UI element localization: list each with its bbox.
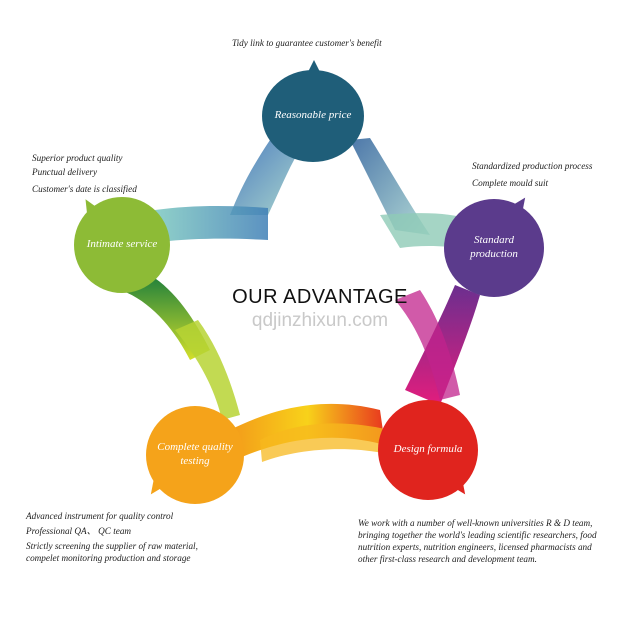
note-bottom-right-line-2: bringing together the world's leading sc… (358, 530, 597, 540)
node-reasonable-price-label: Reasonable price (274, 109, 352, 122)
note-right: Standardized production process Complete… (472, 161, 593, 189)
ribbon-left-band (155, 205, 268, 242)
watermark-text: qdjinzhixun.com (251, 310, 389, 331)
node-reasonable-price: Reasonable price (262, 70, 364, 162)
note-left: Superior product quality Punctual delive… (32, 153, 137, 195)
ribbon-top-left (230, 140, 300, 215)
note-bottom-right-line-3: nutrition experts, nutrition engineers, … (358, 542, 592, 552)
node-intimate-service: Intimate service (74, 197, 170, 293)
node-design-formula: Design formula (378, 400, 478, 500)
node-design-formula-label: Design formula (393, 443, 463, 456)
note-bottom-right-line-4: other first-class research and developme… (358, 554, 537, 564)
node-standard-production: Standard production (444, 199, 544, 297)
note-bottom-left-line-3: Strictly screening the supplier of raw m… (26, 541, 198, 551)
ribbon-top-right (350, 138, 430, 235)
node-complete-quality-testing-line-1: Complete quality (157, 441, 233, 454)
note-bottom-left: Advanced instrument for quality control … (26, 510, 198, 564)
ribbon-bottom-inner (260, 423, 392, 462)
node-complete-quality-testing-line-2: testing (180, 455, 210, 467)
note-left-line-3: Customer's date is classified (32, 184, 137, 195)
note-left-line-1: Superior product quality (32, 153, 123, 163)
ribbon-right-inner (395, 290, 460, 400)
note-bottom-left-line-1: Advanced instrument for quality control (26, 511, 174, 521)
ribbon-left-inner (175, 320, 240, 420)
node-standard-production-line-1: Standard (474, 234, 514, 247)
note-right-line-1: Standardized production process (472, 161, 593, 171)
note-bottom-right-line-1: We work with a number of well-known univ… (358, 518, 593, 528)
note-bottom-left-line-2: Professional QA、 QC team (26, 526, 132, 536)
diagram-title: OUR ADVANTAGE (232, 286, 408, 308)
node-complete-quality-testing: Complete quality testing (146, 406, 244, 504)
note-bottom-left-line-4: compelet monitoring production and stora… (26, 553, 191, 563)
node-intimate-service-label: Intimate service (86, 238, 158, 251)
note-top: Tidy link to guarantee customer's benefi… (232, 38, 382, 48)
note-right-line-2: Complete mould suit (472, 178, 549, 189)
note-bottom-right: We work with a number of well-known univ… (358, 517, 597, 565)
node-standard-production-line-2: production (470, 248, 518, 260)
note-left-line-2: Punctual delivery (32, 167, 98, 178)
